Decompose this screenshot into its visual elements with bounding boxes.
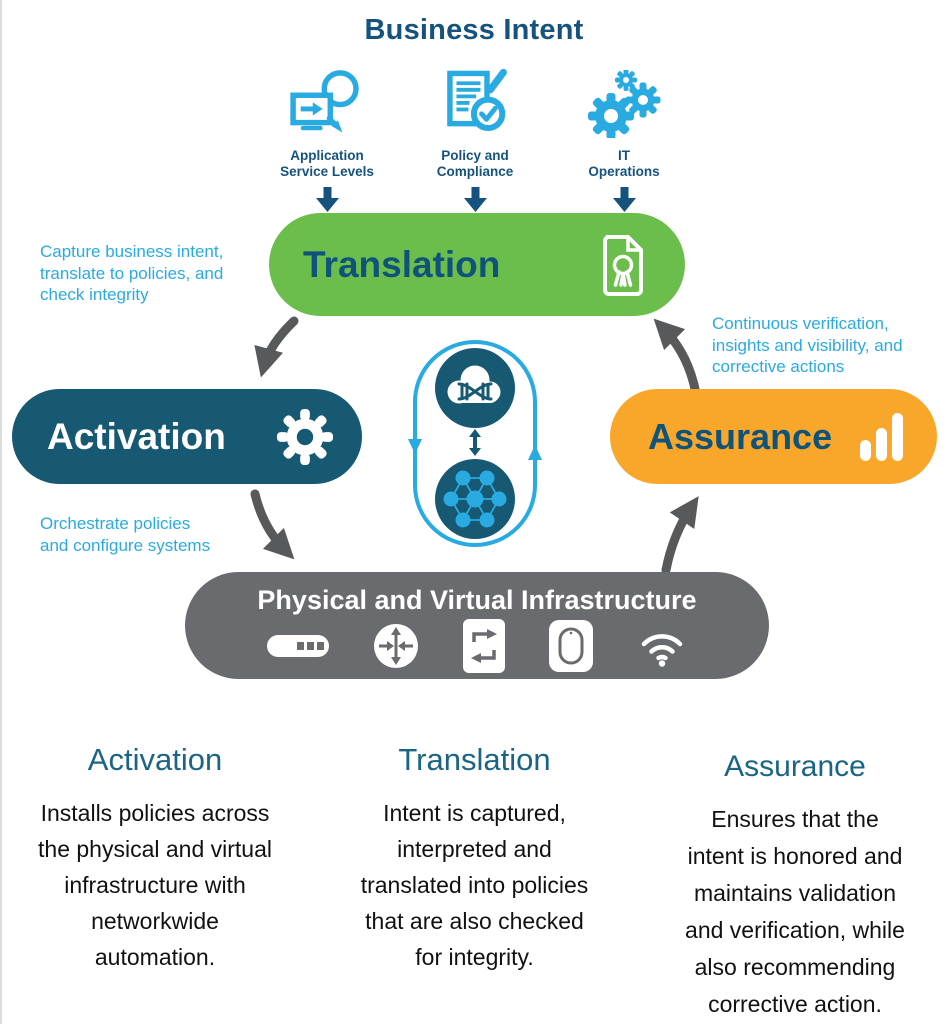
input-group-policy-compliance: Policy and Compliance bbox=[380, 62, 570, 213]
closed-loop-icon bbox=[408, 340, 542, 547]
access-point-icon bbox=[549, 620, 593, 672]
infrastructure-icons bbox=[267, 619, 687, 673]
input-group-it-operations: IT Operations bbox=[529, 62, 719, 213]
wifi-icon bbox=[641, 634, 683, 667]
arrow-assurance-to-translation bbox=[653, 318, 700, 394]
it-operations-icon bbox=[585, 62, 663, 146]
cloud-dna-icon bbox=[435, 348, 515, 428]
activation-caption: Orchestrate policies and configure syste… bbox=[40, 514, 211, 555]
column-body: Installs policies across the physical an… bbox=[38, 800, 272, 970]
assurance-pill: Assurance bbox=[610, 389, 937, 484]
column-assurance: Assurance Ensures that the intent is hon… bbox=[642, 750, 946, 1023]
page-title: Business Intent bbox=[364, 14, 584, 46]
network-mesh-icon bbox=[435, 459, 515, 539]
application-service-levels-icon bbox=[288, 62, 366, 146]
bar-chart-icon bbox=[860, 412, 903, 461]
activation-label: Activation bbox=[47, 415, 226, 457]
translation-caption: Capture business intent, translate to po… bbox=[40, 242, 224, 304]
infrastructure-pill: Physical and Virtual Infrastructure bbox=[185, 572, 769, 679]
column-heading: Assurance bbox=[724, 750, 866, 783]
column-heading: Translation bbox=[398, 742, 551, 777]
down-arrow-icon bbox=[315, 187, 339, 212]
arrow-activation-to-infrastructure bbox=[250, 489, 295, 560]
column-heading: Activation bbox=[87, 742, 223, 777]
loop-up-arrowhead bbox=[528, 445, 542, 460]
input-label: Application Service Levels bbox=[280, 148, 374, 179]
arrow-infrastructure-to-assurance bbox=[661, 496, 699, 575]
column-translation: Translation Intent is captured, interpre… bbox=[327, 742, 622, 975]
arrow-translation-to-activation bbox=[254, 316, 299, 378]
input-label: Policy and Compliance bbox=[436, 148, 514, 179]
column-activation: Activation Installs policies across the … bbox=[10, 742, 300, 975]
down-arrow-icon bbox=[612, 187, 636, 212]
infrastructure-label: Physical and Virtual Infrastructure bbox=[257, 585, 697, 615]
loop-down-arrowhead bbox=[408, 439, 422, 454]
assurance-label: Assurance bbox=[648, 415, 833, 457]
gear-icon bbox=[276, 408, 334, 465]
router-icon bbox=[374, 624, 418, 668]
translation-pill: Translation bbox=[269, 213, 685, 316]
switch-icon bbox=[463, 619, 505, 673]
translation-label: Translation bbox=[303, 243, 501, 285]
down-arrow-icon bbox=[463, 187, 487, 212]
assurance-caption: Continuous verification, insights and vi… bbox=[712, 314, 903, 376]
column-body: Ensures that the intent is honored and m… bbox=[685, 806, 905, 1017]
server-icon bbox=[267, 635, 329, 657]
certificate-icon bbox=[603, 234, 643, 296]
activation-pill: Activation bbox=[12, 389, 362, 484]
column-body: Intent is captured, interpreted and tran… bbox=[360, 800, 589, 970]
input-group-application-service-levels: Application Service Levels bbox=[232, 62, 422, 213]
input-label: IT Operations bbox=[588, 148, 660, 179]
sync-arrows-icon bbox=[469, 429, 481, 456]
policy-compliance-icon bbox=[439, 62, 511, 146]
